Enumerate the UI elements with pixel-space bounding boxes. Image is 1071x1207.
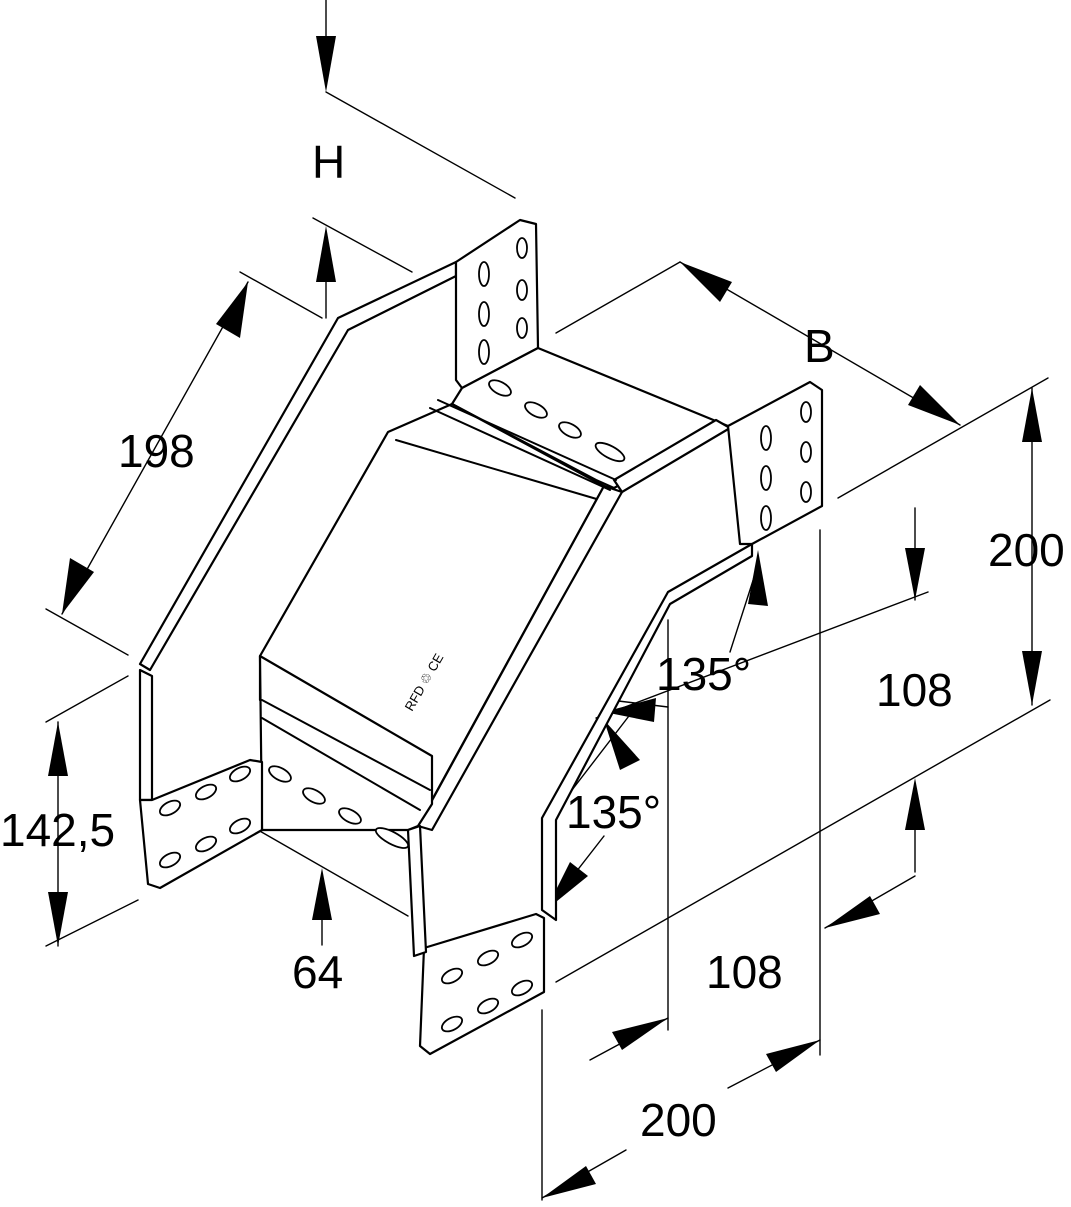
- label-width-symbol: B: [804, 320, 835, 372]
- label-offset-108-upper: 108: [876, 664, 953, 716]
- slot: [440, 1015, 464, 1033]
- slot: [194, 835, 218, 853]
- slot: [194, 783, 218, 801]
- slot: [594, 441, 626, 463]
- arrowhead: [748, 550, 768, 606]
- slot: [228, 817, 252, 835]
- slot: [516, 237, 528, 259]
- arrowhead: [1022, 651, 1042, 705]
- slot: [558, 421, 582, 439]
- slot: [800, 481, 812, 503]
- slot: [478, 301, 490, 327]
- arrowhead: [680, 262, 732, 302]
- slot: [516, 317, 528, 339]
- label-offset-108-lower: 108: [706, 946, 783, 998]
- label-side-200-bottom: 200: [640, 1094, 717, 1146]
- slot: [760, 465, 772, 491]
- arrowhead: [1022, 388, 1042, 442]
- label-length-198: 198: [118, 425, 195, 477]
- label-height-symbol: H: [312, 136, 345, 188]
- slot: [488, 379, 512, 397]
- arrowhead: [766, 1040, 820, 1072]
- tray-bend-part: [138, 218, 824, 1056]
- arrowhead: [312, 868, 332, 920]
- slot: [510, 979, 534, 997]
- inner-sloping-rail: [416, 484, 624, 832]
- dimension-labels: H B 198 142,5 64 135° 135° 108 108 200 2…: [0, 136, 1065, 1146]
- upper-right-coupling-plate: [726, 380, 824, 546]
- arrowhead: [48, 892, 68, 946]
- slot: [516, 279, 528, 301]
- label-side-200-right: 200: [988, 524, 1065, 576]
- arrowhead: [905, 548, 925, 600]
- arrowhead: [542, 1166, 596, 1198]
- arrowhead: [905, 778, 925, 830]
- dimension-arrowheads: [48, 36, 1042, 1198]
- slot: [760, 425, 772, 451]
- slot: [158, 851, 182, 869]
- lower-middle-coupler-strip: [406, 824, 428, 958]
- slot: [228, 765, 252, 783]
- arrowhead: [908, 385, 960, 425]
- left-coupler-strip: [138, 668, 154, 802]
- label-height-142-5: 142,5: [0, 804, 115, 856]
- arrowhead: [62, 558, 94, 614]
- slot: [524, 401, 548, 419]
- slot: [338, 807, 362, 825]
- label-angle-lower: 135°: [566, 786, 661, 838]
- slot: [268, 765, 292, 783]
- arrowhead: [216, 282, 248, 338]
- slot: [760, 505, 772, 531]
- arrowhead: [612, 1018, 668, 1050]
- slot: [478, 261, 490, 287]
- arrowhead: [316, 36, 336, 92]
- slot: [374, 827, 410, 849]
- slot: [158, 799, 182, 817]
- arrowhead: [316, 226, 336, 282]
- slot: [510, 931, 534, 949]
- label-angle-upper: 135°: [656, 648, 751, 700]
- slot: [800, 401, 812, 423]
- slot: [476, 949, 500, 967]
- arrowhead: [48, 722, 68, 776]
- slot: [478, 339, 490, 365]
- label-height-64: 64: [292, 946, 343, 998]
- slot: [302, 787, 326, 805]
- right-outer-wall: [540, 542, 754, 922]
- mounting-slots: [158, 237, 812, 1033]
- slot: [476, 997, 500, 1015]
- arrowhead: [825, 896, 880, 928]
- slot: [800, 441, 812, 463]
- slot: [440, 967, 464, 985]
- arrowhead: [604, 698, 656, 722]
- arrowhead: [604, 720, 640, 770]
